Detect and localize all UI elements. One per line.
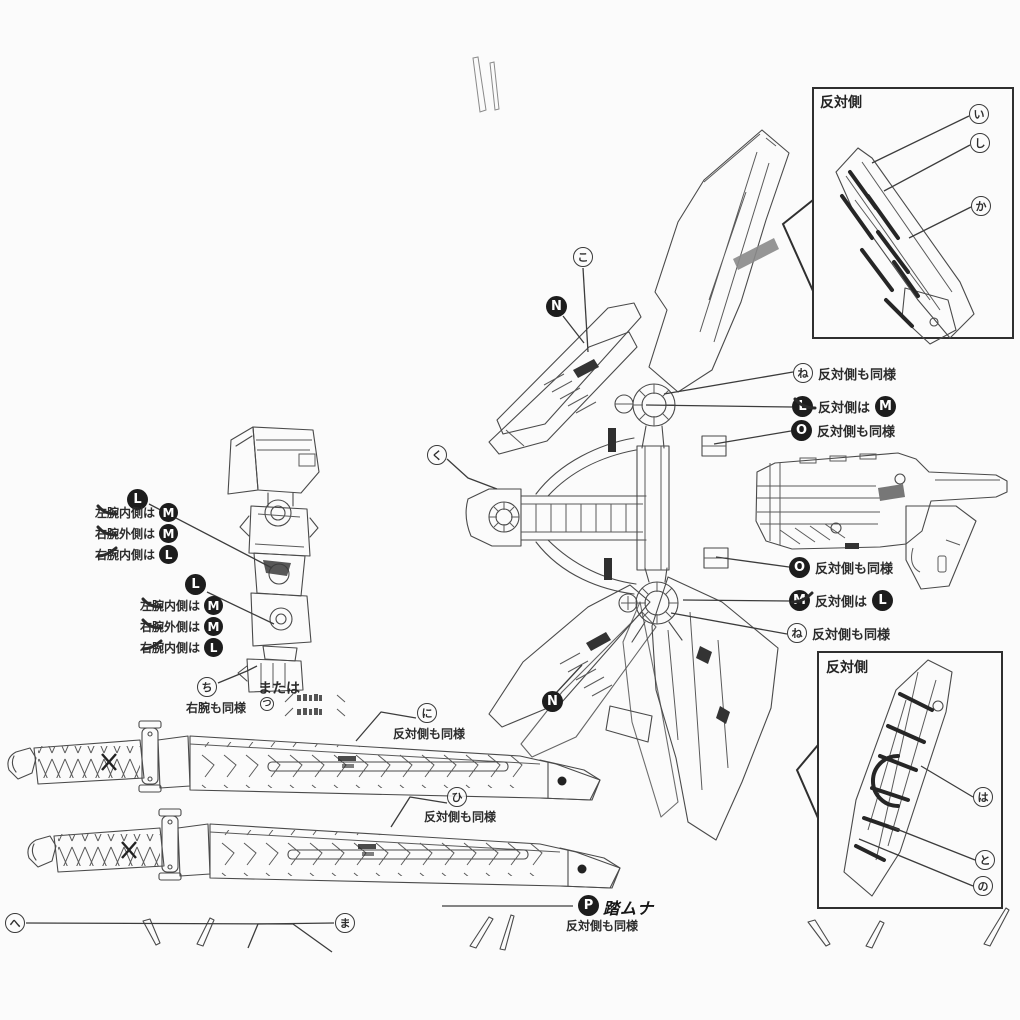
kana-marker-tsu: つ bbox=[260, 697, 274, 711]
arm-row-label: 右腕外側は bbox=[95, 527, 156, 541]
wing-lower-right bbox=[622, 576, 779, 841]
arm-row: 左腕内側は M bbox=[95, 503, 179, 522]
chi-note: 右腕も同様 bbox=[186, 701, 247, 715]
foot-decal-text: 踏ムナ bbox=[603, 899, 655, 918]
part-glyph-up bbox=[141, 639, 163, 651]
callout-text: 反対側は bbox=[815, 595, 868, 610]
arm-group2-marker-L: L bbox=[185, 574, 206, 595]
kana-marker-he: へ bbox=[5, 913, 25, 933]
backpack-body bbox=[465, 383, 729, 643]
callout-row-O-lower: O 反対側も同様 bbox=[789, 557, 893, 578]
callout-row-O-upper: O 反対側も同様 bbox=[791, 420, 895, 441]
inset-box-top-right bbox=[781, 87, 1014, 345]
box-title-bottom-right: 反対側 bbox=[826, 660, 868, 676]
callout-text: 反対側も同様 bbox=[817, 425, 896, 440]
callout-row-ne-lower: ね 反対側も同様 bbox=[787, 623, 890, 643]
part-glyph-down bbox=[793, 397, 817, 410]
kana-marker-ku: く bbox=[427, 445, 447, 465]
arm-group1-marker-L: L bbox=[127, 489, 148, 510]
rifle bbox=[755, 452, 1008, 590]
callout-marker-no: の bbox=[973, 876, 993, 896]
part-glyph-down bbox=[141, 597, 163, 609]
arm-row-label: 右腕外側は bbox=[140, 620, 201, 634]
callout-marker-to: と bbox=[975, 850, 995, 870]
kana-marker: ね bbox=[793, 363, 813, 383]
callout-row-L-upper: L 反対側は M bbox=[792, 396, 897, 417]
part-glyph-down bbox=[96, 525, 118, 537]
callout-row-M-lower: M 反対側は L bbox=[789, 590, 894, 611]
letter-marker-M: M bbox=[204, 596, 224, 615]
letter-marker-L: L bbox=[204, 638, 224, 657]
sword1-note: 反対側も同様 bbox=[393, 727, 466, 741]
inset-box-bottom-right bbox=[795, 651, 1003, 909]
sword2-note: 反対側も同様 bbox=[424, 810, 497, 824]
kana-marker-chi: ち bbox=[197, 677, 217, 697]
callout-text: 反対側も同様 bbox=[815, 562, 894, 577]
part-glyph-down bbox=[96, 504, 118, 516]
callout-text: 反対側は bbox=[818, 401, 871, 416]
letter-marker-L: L bbox=[872, 590, 894, 611]
letter-marker-M: M bbox=[204, 617, 224, 636]
box-title-top-right: 反対側 bbox=[820, 95, 862, 111]
letter-marker-O: O bbox=[791, 420, 812, 441]
callout-marker-ka: か bbox=[971, 196, 991, 216]
tsu-tiny-parts bbox=[284, 693, 346, 717]
arm-assembly bbox=[227, 426, 320, 693]
letter-marker-M: M bbox=[159, 524, 179, 543]
kana-marker-hi: ひ bbox=[447, 787, 467, 807]
callout-row-ne-upper: ね 反対側も同様 bbox=[793, 363, 896, 383]
kana-marker-ko: こ bbox=[573, 247, 593, 267]
arm-row: 右腕内側は L bbox=[95, 545, 179, 564]
arm-row: 右腕外側は M bbox=[95, 524, 179, 543]
callout-marker-ha: は bbox=[973, 787, 993, 807]
letter-marker-P: P bbox=[578, 895, 599, 916]
wing-upper-left bbox=[488, 302, 642, 455]
callout-text: 反対側も同様 bbox=[812, 627, 891, 643]
bottom-blade-tips bbox=[142, 907, 1010, 951]
letter-marker-L: L bbox=[159, 545, 179, 564]
part-glyph-down bbox=[141, 618, 163, 630]
foot-note: 反対側も同様 bbox=[566, 919, 639, 933]
part-glyph-up bbox=[96, 546, 118, 558]
callout-text: 反対側も同様 bbox=[818, 367, 897, 383]
arm-row: 左腕内側は M bbox=[140, 596, 224, 615]
arm-row: 右腕内側は L bbox=[140, 638, 224, 657]
callout-marker-shi: し bbox=[970, 133, 990, 153]
arm-row-label: 左腕内側は bbox=[140, 599, 201, 613]
letter-marker-O: O bbox=[789, 557, 810, 578]
sword-1 bbox=[8, 721, 600, 800]
sword-2 bbox=[28, 809, 620, 888]
letter-marker-M: M bbox=[875, 396, 897, 417]
wing-upper-right bbox=[648, 129, 790, 393]
letter-marker-M: M bbox=[159, 503, 179, 522]
kana-marker: ね bbox=[787, 623, 807, 643]
letter-marker-N-bottom: N bbox=[542, 691, 563, 712]
arm-row-label: 左腕内側は bbox=[95, 506, 156, 520]
leader-lines bbox=[25, 115, 976, 953]
kana-marker-ni: に bbox=[417, 703, 437, 723]
arm-row: 右腕外側は M bbox=[140, 617, 224, 636]
part-glyph-up bbox=[790, 591, 814, 604]
wing-lower-left bbox=[488, 584, 657, 758]
callout-marker-i: い bbox=[969, 104, 989, 124]
kana-marker-ma: ま bbox=[335, 913, 355, 933]
letter-marker-N-top: N bbox=[546, 296, 567, 317]
or-label: または bbox=[258, 681, 300, 697]
